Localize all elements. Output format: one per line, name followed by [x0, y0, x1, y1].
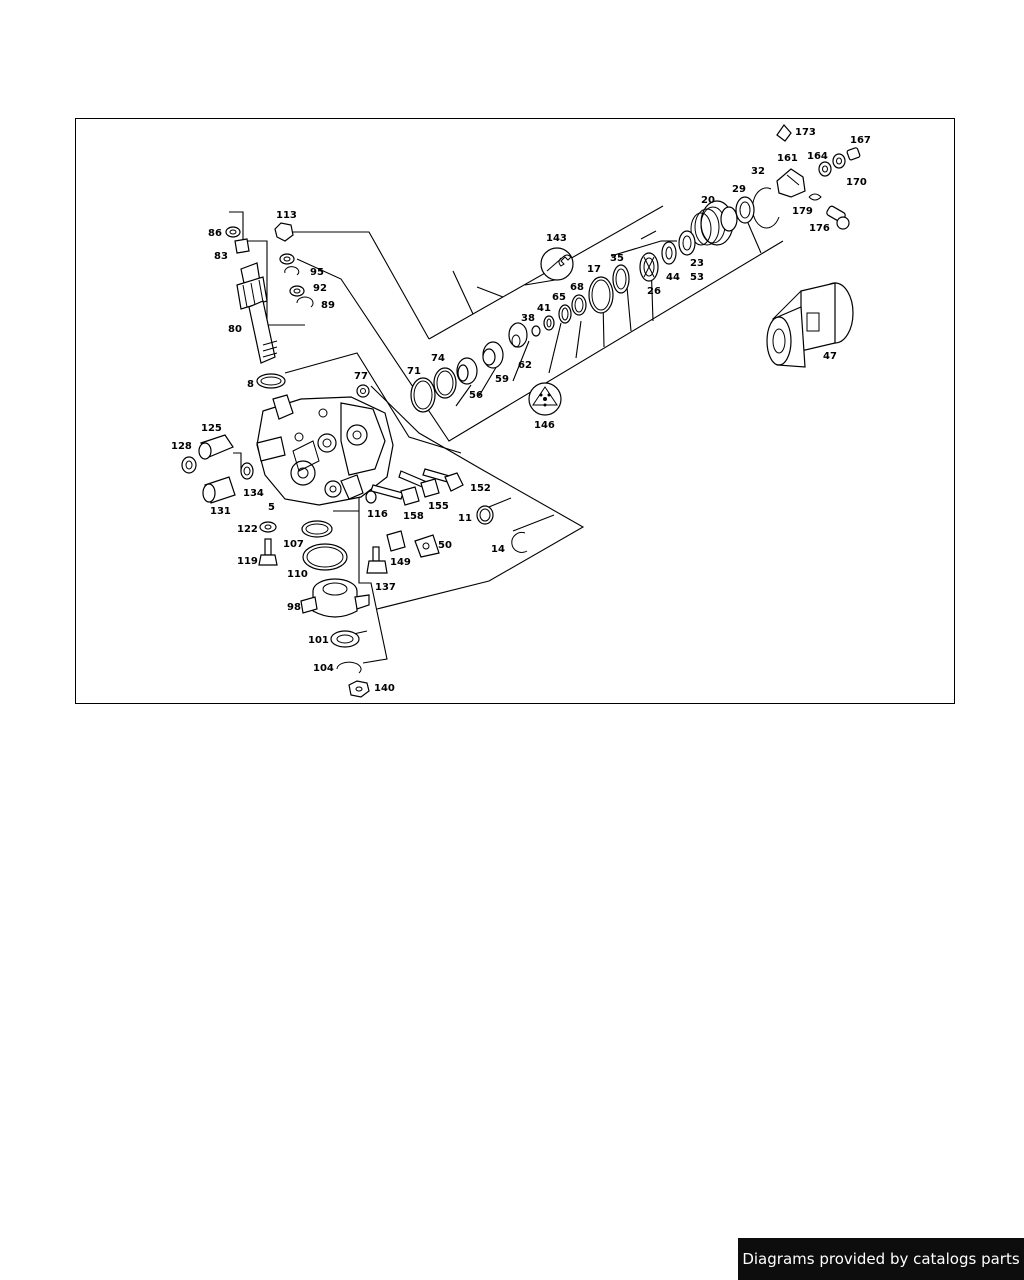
part-label: 155 [428, 501, 449, 512]
part-label: 50 [438, 540, 452, 551]
part-label: 131 [210, 506, 231, 517]
part-label: 47 [823, 351, 837, 362]
part-label: 26 [647, 286, 661, 297]
part-label: 32 [751, 166, 765, 177]
parts-diagram-frame: 173 167 161 164 170 32 29 20 179 176 143… [75, 118, 955, 704]
part-label: 170 [846, 177, 867, 188]
part-label: 92 [313, 283, 327, 294]
part-label: 71 [407, 366, 421, 377]
part-label: 104 [313, 663, 334, 674]
part-label: 20 [701, 195, 715, 206]
part-label: 29 [732, 184, 746, 195]
part-label: 62 [518, 360, 532, 371]
part-number-labels: 173 167 161 164 170 32 29 20 179 176 143… [171, 127, 871, 694]
part-label: 56 [469, 390, 483, 401]
part-label: 164 [807, 151, 828, 162]
part-label: 161 [777, 153, 798, 164]
part-label: 110 [287, 569, 308, 580]
part-label: 125 [201, 423, 222, 434]
leader-lines [229, 205, 784, 664]
part-label: 152 [470, 483, 491, 494]
part-label: 167 [850, 135, 871, 146]
part-label: 134 [243, 488, 264, 499]
part-label: 8 [247, 379, 254, 390]
part-label: 65 [552, 292, 566, 303]
part-label: 80 [228, 324, 242, 335]
part-label: 173 [795, 127, 816, 138]
part-label: 107 [283, 539, 304, 550]
part-label: 98 [287, 602, 301, 613]
part-label: 101 [308, 635, 329, 646]
part-label: 53 [690, 272, 704, 283]
part-label: 86 [208, 228, 222, 239]
part-label: 140 [374, 683, 395, 694]
part-label: 17 [587, 264, 601, 275]
exploded-parts-diagram: 173 167 161 164 170 32 29 20 179 176 143… [171, 124, 871, 698]
part-label: 143 [546, 233, 567, 244]
credit-banner: Diagrams provided by catalogs parts [738, 1238, 1024, 1280]
part-label: 122 [237, 524, 258, 535]
part-label: 14 [491, 544, 505, 555]
part-label: 35 [610, 253, 624, 264]
part-label: 83 [214, 251, 228, 262]
part-label: 95 [310, 267, 324, 278]
part-label: 74 [431, 353, 445, 364]
part-label: 179 [792, 206, 813, 217]
part-label: 5 [268, 502, 275, 513]
part-label: 89 [321, 300, 335, 311]
part-label: 176 [809, 223, 830, 234]
part-label: 149 [390, 557, 411, 568]
part-label: 11 [458, 513, 472, 524]
part-label: 59 [495, 374, 509, 385]
part-label: 146 [534, 420, 555, 431]
part-label: 44 [666, 272, 680, 283]
part-label: 128 [171, 441, 192, 452]
part-label: 68 [570, 282, 584, 293]
part-label: 137 [375, 582, 396, 593]
credit-text: Diagrams provided by catalogs parts [742, 1250, 1020, 1268]
part-label: 113 [276, 210, 297, 221]
part-label: 158 [403, 511, 424, 522]
part-label: 41 [537, 303, 551, 314]
part-drawings [181, 124, 861, 698]
part-label: 38 [521, 313, 535, 324]
part-label: 77 [354, 371, 368, 382]
part-label: 23 [690, 258, 704, 269]
part-label: 116 [367, 509, 388, 520]
part-label: 119 [237, 556, 258, 567]
